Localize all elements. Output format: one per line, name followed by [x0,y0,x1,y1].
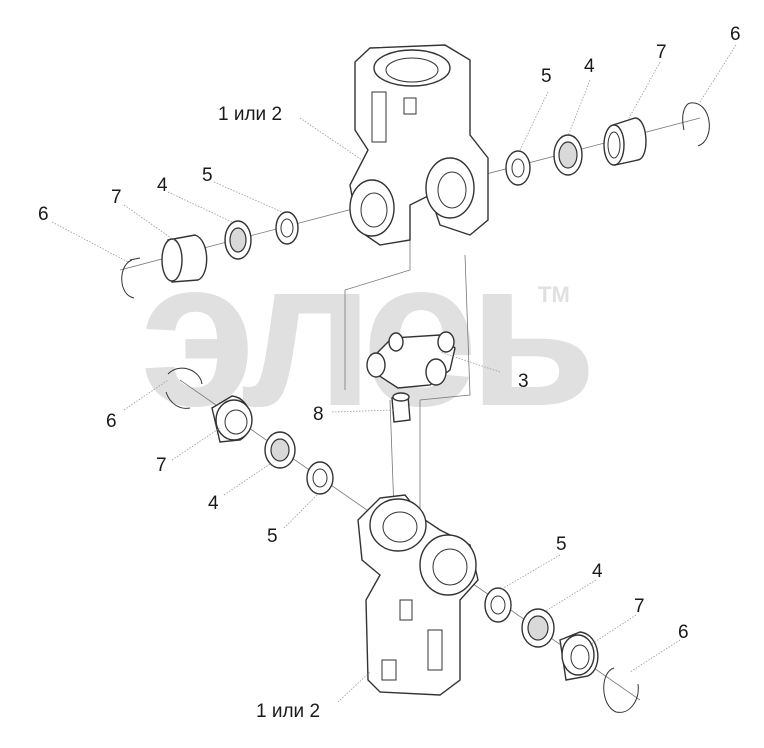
bottom-yoke [357,494,479,696]
bearing-set-bottom-left [165,367,334,495]
callout-part-1-or-2-bottom: 1 или 2 [256,701,320,722]
watermark-text: элеь [140,215,589,450]
callout-part-4: 4 [208,493,219,514]
callout-part-7: 7 [656,42,667,63]
callout-part-7: 7 [111,187,122,208]
callout-part-5: 5 [202,165,213,186]
callout-part-5: 5 [541,66,552,87]
callout-part-6: 6 [678,622,689,643]
leader-lines [51,44,737,703]
bearing-set-top-left [121,211,299,299]
callout-part-6: 6 [38,204,49,225]
watermark-tm: TM [538,282,570,307]
callout-part-5: 5 [267,526,278,547]
callout-part-8: 8 [313,404,324,425]
top-yoke [349,44,489,246]
callout-part-1-or-2-top: 1 или 2 [218,104,282,125]
callout-labels: 1 или 2 5 4 7 6 6 7 4 5 3 8 6 7 4 5 5 4 … [38,24,741,722]
callout-part-3: 3 [518,371,529,392]
callout-part-6: 6 [730,24,741,45]
watermark: элеь TM [140,215,599,450]
callout-part-6: 6 [106,411,117,432]
bearing-set-top-right [505,102,710,186]
callout-part-4: 4 [157,175,168,196]
bearing-set-bottom-right [484,587,639,713]
callout-part-4: 4 [584,56,595,77]
callout-part-5: 5 [556,534,567,555]
callout-part-7: 7 [634,596,645,617]
callout-part-7: 7 [156,455,167,476]
grease-nipple [391,392,411,423]
callout-part-4: 4 [592,561,603,582]
cross-spider [366,331,456,389]
